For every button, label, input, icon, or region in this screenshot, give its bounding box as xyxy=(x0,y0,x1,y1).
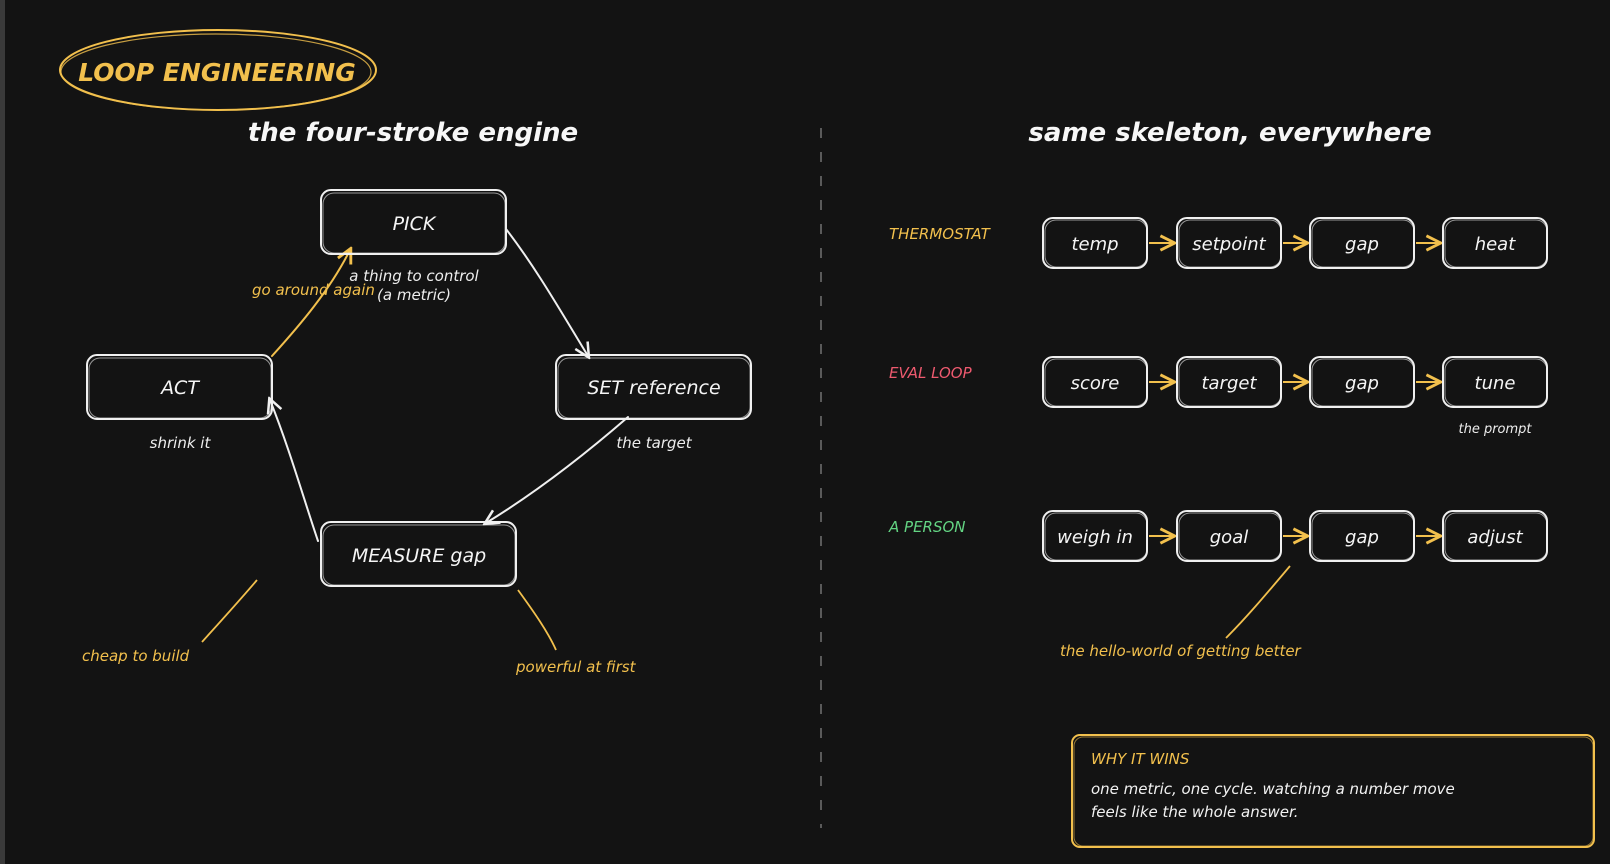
annotation-hello-world: the hello-world of getting better xyxy=(1060,642,1302,660)
step-label: score xyxy=(1071,373,1120,394)
step-label: adjust xyxy=(1467,527,1523,548)
node-pick-caption-2: (a metric) xyxy=(377,286,451,304)
row-label: EVAL LOOP xyxy=(889,364,973,382)
step-label: weigh in xyxy=(1057,527,1133,548)
annotation-powerful-leader xyxy=(517,589,557,651)
step-box: setpoint xyxy=(1176,217,1282,269)
connector-pick-to-set xyxy=(505,228,588,356)
step-box: temp xyxy=(1042,217,1148,269)
step-label: tune xyxy=(1475,373,1516,394)
step-box: weigh in xyxy=(1042,510,1148,562)
step-label: gap xyxy=(1345,373,1379,394)
step-box: gap xyxy=(1309,217,1415,269)
step-label: temp xyxy=(1071,234,1118,255)
connector-act-to-pick xyxy=(271,250,350,357)
step-label: goal xyxy=(1210,527,1248,548)
node-set-label: SET reference xyxy=(587,377,720,399)
why-it-wins-callout: WHY IT WINS one metric, one cycle. watch… xyxy=(1071,734,1595,848)
callout-line-2: feels like the whole answer. xyxy=(1091,803,1299,821)
step-label: gap xyxy=(1345,234,1379,255)
connector-set-to-measure xyxy=(486,416,629,523)
annotation-hello-world-leader xyxy=(1225,565,1291,639)
row-label: THERMOSTAT xyxy=(889,225,992,243)
callout-line-1: one metric, one cycle. watching a number… xyxy=(1091,780,1455,798)
node-pick-caption-1: a thing to control xyxy=(349,267,479,285)
left-heading: the four-stroke engine xyxy=(248,118,578,148)
right-heading: same skeleton, everywhere xyxy=(1028,118,1431,148)
node-measure-gap: MEASURE gap xyxy=(320,521,517,587)
node-act-caption: shrink it xyxy=(150,434,212,452)
annotation-cheap-to-build: cheap to build xyxy=(82,647,190,665)
step-label: gap xyxy=(1345,527,1379,548)
title-badge: LOOP ENGINEERING xyxy=(59,29,377,111)
step-box: goal xyxy=(1176,510,1282,562)
step-box: tune xyxy=(1442,356,1548,408)
cycle-connectors xyxy=(270,228,629,542)
connector-measure-to-act xyxy=(270,400,319,542)
annotation-go-around-again: go around again xyxy=(252,281,375,299)
node-set-reference: SET reference xyxy=(555,354,752,420)
node-set-caption: the target xyxy=(616,434,692,452)
row-label: A PERSON xyxy=(888,518,966,536)
node-pick-label: PICK xyxy=(393,213,437,235)
annotation-powerful-at-first: powerful at first xyxy=(515,658,637,676)
callout-title: WHY IT WINS xyxy=(1091,750,1190,768)
annotation-cheap-leader xyxy=(201,579,258,643)
window-edge xyxy=(0,0,5,864)
row-note: the prompt xyxy=(1458,422,1532,437)
page-title: LOOP ENGINEERING xyxy=(78,58,355,87)
node-act-label: ACT xyxy=(159,377,200,399)
step-label: heat xyxy=(1475,234,1517,255)
step-box: gap xyxy=(1309,510,1415,562)
step-box: adjust xyxy=(1442,510,1548,562)
step-label: target xyxy=(1201,373,1257,394)
node-pick: PICK xyxy=(320,189,507,255)
step-box: score xyxy=(1042,356,1148,408)
step-box: gap xyxy=(1309,356,1415,408)
node-act: ACT xyxy=(86,354,273,420)
node-measure-label: MEASURE gap xyxy=(352,545,486,567)
step-label: setpoint xyxy=(1192,234,1266,255)
step-box: heat xyxy=(1442,217,1548,269)
step-box: target xyxy=(1176,356,1282,408)
